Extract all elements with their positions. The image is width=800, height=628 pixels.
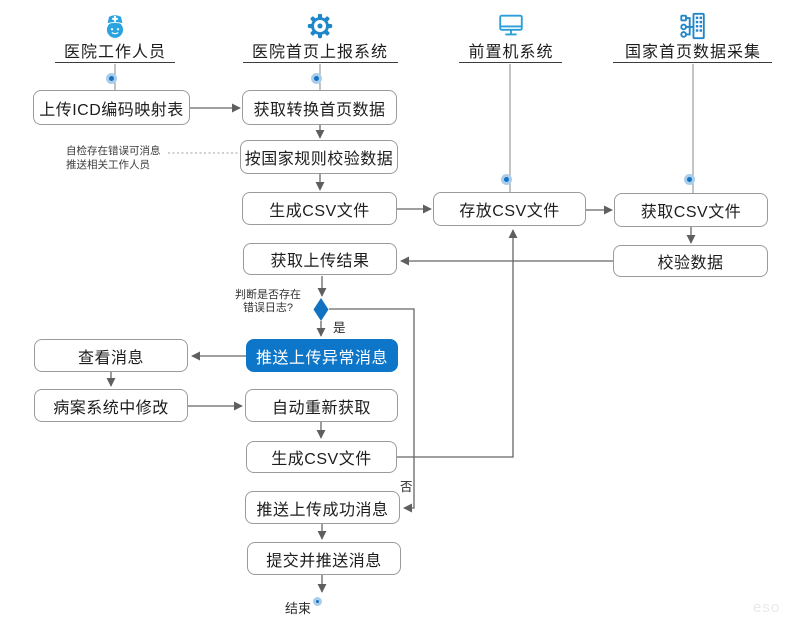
decision-label: 判断是否存在 错误日志? [230, 289, 306, 315]
lane-header-front-machine: 前置机系统 [468, 44, 554, 61]
branch-no-label: 否 [400, 480, 413, 494]
lane-underline [243, 62, 398, 63]
note-line2: 推送相关工作人员 [66, 158, 150, 171]
end-label: 结束 [285, 601, 312, 616]
note-line1: 自检存在错误可消息 [66, 145, 161, 157]
lane-start-dot [501, 174, 512, 185]
lane-start-dot [106, 73, 117, 84]
watermark: eso [753, 599, 781, 616]
lane-underline [459, 62, 562, 63]
gear-icon [305, 11, 335, 41]
note-annotation: 自检存在错误可消息 推送相关工作人员 [66, 145, 161, 172]
node-view-message: 查看消息 [34, 339, 188, 372]
decision-diamond [313, 298, 329, 321]
end-dot [313, 597, 322, 606]
node-generate-csv-2: 生成CSV文件 [246, 441, 397, 473]
lane-header-national-collection: 国家首页数据采集 [624, 44, 761, 61]
node-push-success-message: 推送上传成功消息 [245, 491, 400, 524]
lane-header-report-system: 医院首页上报系统 [251, 44, 388, 61]
node-push-error-message: 推送上传异常消息 [246, 339, 398, 372]
node-auto-refetch: 自动重新获取 [245, 389, 398, 422]
lane-underline [613, 62, 772, 63]
connector-gencsv2-to-storecsv [397, 229, 518, 458]
monitor-icon [496, 11, 526, 41]
connector-decision-no-to-pushsuccess [329, 308, 415, 513]
node-check-data: 校验数据 [613, 245, 768, 277]
lane-header-hospital-staff: 医院工作人员 [63, 44, 166, 61]
node-get-upload-result: 获取上传结果 [243, 243, 397, 275]
node-fix-in-record-system: 病案系统中修改 [34, 389, 188, 422]
decision-label-line2: 错误日志? [242, 302, 294, 314]
node-upload-icd-mapping: 上传ICD编码映射表 [33, 90, 190, 125]
node-submit-and-push: 提交并推送消息 [247, 542, 401, 575]
branch-yes-label: 是 [333, 321, 346, 335]
lane-underline [55, 62, 175, 63]
nurse-icon [100, 11, 130, 41]
lane-start-dot [311, 73, 322, 84]
lane-start-dot [684, 174, 695, 185]
node-get-csv: 获取CSV文件 [614, 193, 768, 227]
node-check-national-rules: 按国家规则校验数据 [240, 140, 398, 174]
data-collection-icon [678, 11, 708, 41]
node-get-converted-data: 获取转换首页数据 [242, 90, 397, 125]
node-generate-csv-1: 生成CSV文件 [242, 192, 397, 225]
decision-label-line1: 判断是否存在 [235, 289, 301, 301]
node-store-csv: 存放CSV文件 [433, 192, 586, 226]
